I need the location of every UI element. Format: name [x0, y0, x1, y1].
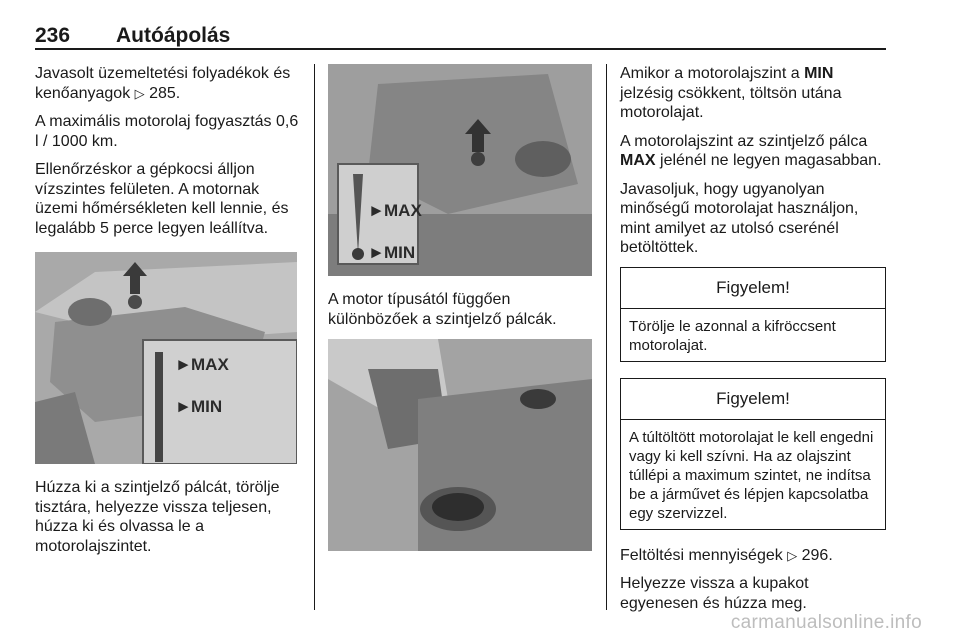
paragraph-capacities: Feltöltési mennyiségek ▷ 296.: [620, 546, 833, 564]
paragraph-consumption: A maximális motorolaj fogyasztás 0,6 l /…: [35, 113, 299, 150]
notice-box-2: Figyelem! A túltöltött motorolajat le ke…: [620, 377, 886, 530]
column-1: Javasolt üzemeltetési folyadékok és kenő…: [35, 64, 301, 565]
notice-body-2: A túltöltött motorolajat le kell engedni…: [629, 428, 874, 522]
paragraph-max-level: A motorolajszint az szintjelző pálca MAX…: [620, 132, 882, 170]
notice-title-1: Figyelem!: [621, 268, 885, 309]
dipstick-illustration-2: ► ► MAX MIN: [328, 64, 592, 276]
figure-caption: A motor típusától függően különbözőek a …: [328, 291, 557, 328]
oil-filling-illustration: [328, 339, 592, 551]
page-header: 236 Autóápolás: [35, 14, 886, 50]
paragraph-fluids: Javasolt üzemeltetési folyadékok és kenő…: [35, 65, 291, 102]
column-divider-1: [314, 64, 315, 610]
svg-text:►: ►: [175, 355, 192, 374]
notice-box-1: Figyelem! Törölje le azonnal a kifröccse…: [620, 266, 886, 362]
column-3: Amikor a motorolajszint a MIN jelzésig c…: [620, 64, 886, 622]
notice-title-2: Figyelem!: [621, 379, 885, 420]
notice-body-1: Törölje le azonnal a kifröccsent motorol…: [629, 317, 836, 354]
paragraph-oil-quality: Javasoljuk, hogy ugyanolyan minőségű mot…: [620, 180, 859, 257]
min-label-2: MIN: [384, 243, 415, 262]
min-label-1: MIN: [191, 397, 222, 416]
dipstick-illustration-1: ► ► MAX MIN: [35, 252, 297, 464]
section-title: Autóápolás: [116, 24, 231, 47]
paragraph-dipstick-instructions: Húzza ki a szintjelző pálcát, törölje ti…: [35, 479, 280, 555]
watermark: carmanualsonline.info: [730, 612, 922, 633]
paragraph-check-conditions: Ellenőrzéskor a gépkocsi álljon vízszint…: [35, 161, 289, 237]
column-divider-2: [606, 64, 607, 610]
page-ref-2[interactable]: 296.: [797, 546, 833, 564]
page-ref-icon: ▷: [134, 85, 145, 101]
svg-text:►: ►: [175, 397, 192, 416]
page-ref-icon-2: ▷: [787, 547, 798, 563]
paragraph-replace-cap: Helyezze vissza a kupakot egyenesen és h…: [620, 575, 809, 612]
svg-text:►: ►: [368, 243, 385, 262]
page-ref[interactable]: 285.: [144, 84, 181, 102]
svg-text:►: ►: [368, 201, 385, 220]
paragraph-min-level: Amikor a motorolajszint a MIN jelzésig c…: [620, 65, 842, 121]
max-label-2: MAX: [384, 201, 422, 220]
max-label-1: MAX: [191, 355, 229, 374]
column-2: ► ► MAX MIN A motor típusától függően kü…: [328, 64, 592, 551]
page-number: 236: [35, 24, 71, 47]
